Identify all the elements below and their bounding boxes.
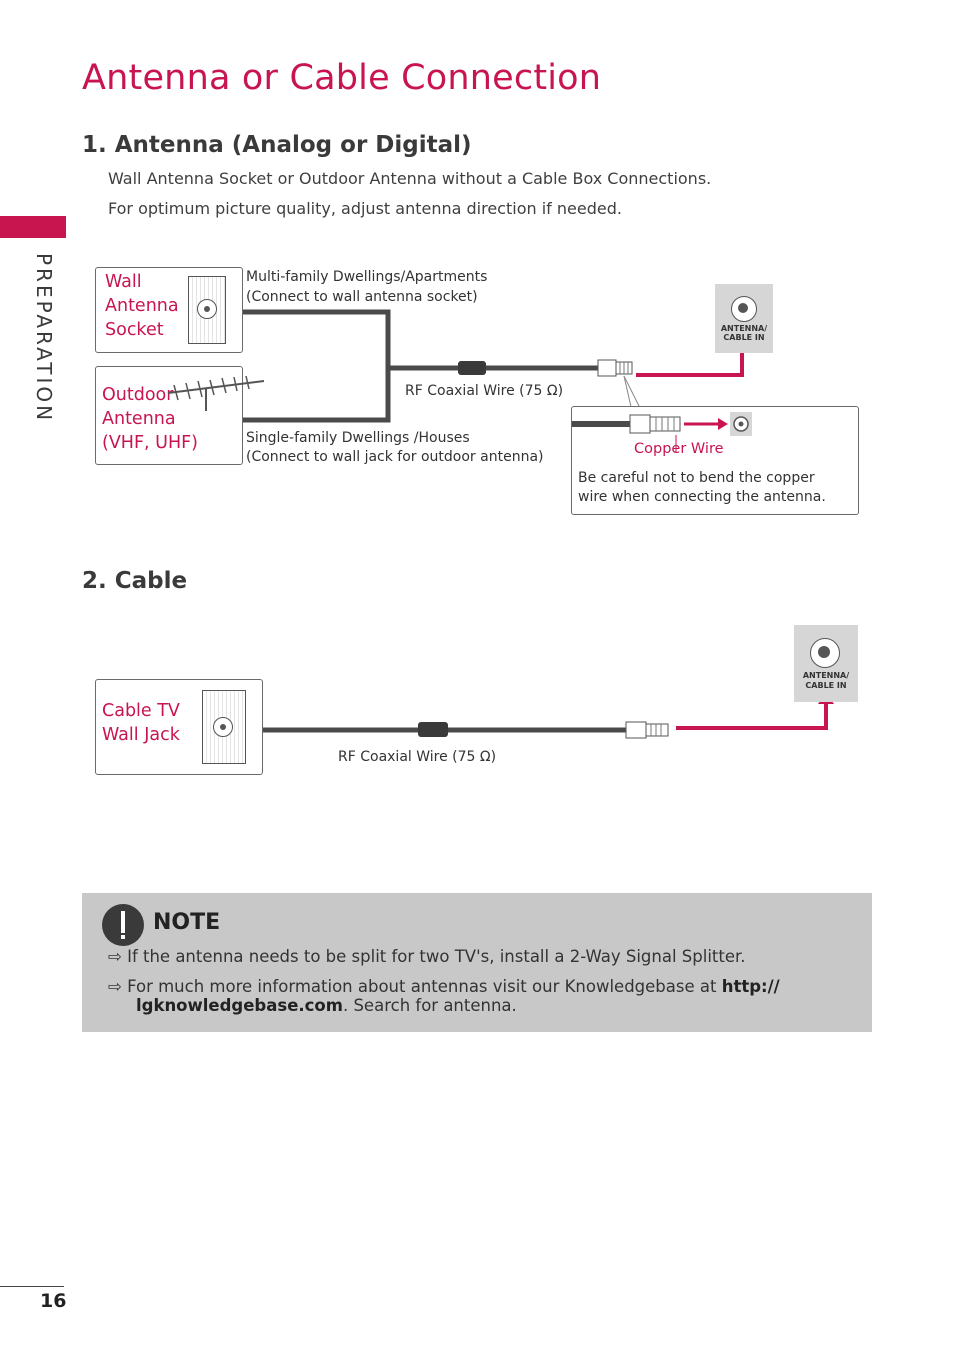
- multi-family-line-2: (Connect to wall antenna socket): [246, 289, 478, 305]
- single-family-line-1: Single-family Dwellings /Houses: [246, 430, 470, 446]
- copper-caution-box: Copper Wire Be careful not to bend the c…: [571, 406, 859, 515]
- rf-wire-label: RF Coaxial Wire (75 Ω): [405, 383, 564, 399]
- copper-wire-label: Copper Wire: [634, 441, 724, 457]
- knowledgebase-link-part-2[interactable]: lgknowledgebase.com: [136, 996, 343, 1015]
- note-item-2: ⇨ For much more information about antenn…: [108, 977, 780, 997]
- port-label-line-1: ANTENNA/: [720, 324, 768, 333]
- section-text-line-2: For optimum picture quality, adjust ante…: [108, 199, 622, 218]
- note-box: NOTE ⇨ If the antenna needs to be split …: [82, 893, 872, 1032]
- sidebar-accent-bar: [0, 216, 66, 238]
- arrow-icon: ⇨: [108, 947, 122, 966]
- wall-label-line-1: Wall: [105, 272, 142, 292]
- cable-label-line-1: Cable TV: [102, 701, 180, 721]
- note-item-2-tail: . Search for antenna.: [342, 996, 517, 1015]
- cable-wall-jack-box: Cable TV Wall Jack: [95, 679, 263, 775]
- multi-family-line-1: Multi-family Dwellings/Apartments: [246, 269, 488, 285]
- note-item-2-text: For much more information about antennas…: [127, 977, 722, 996]
- arrow-icon: ⇨: [108, 977, 122, 996]
- single-family-line-2: (Connect to wall jack for outdoor antenn…: [246, 449, 544, 465]
- section-heading-antenna: 1. Antenna (Analog or Digital): [82, 132, 472, 158]
- page-number: 16: [40, 1290, 67, 1312]
- wall-label-line-3: Socket: [105, 320, 164, 340]
- wall-label-line-2: Antenna: [105, 296, 179, 316]
- connector-detail-icon: [572, 412, 752, 452]
- tv-input-panel: ANTENNA/ CABLE IN: [715, 284, 773, 353]
- note-item-1-text: If the antenna needs to be split for two…: [127, 947, 746, 966]
- cable-jack-plate-icon: [202, 690, 246, 764]
- caution-line-2: wire when connecting the antenna.: [578, 489, 826, 505]
- wall-antenna-socket-box: Wall Antenna Socket: [95, 267, 243, 353]
- outdoor-label-line-3: (VHF, UHF): [102, 433, 199, 453]
- tv-input-panel-cable: ANTENNA/ CABLE IN: [794, 625, 858, 702]
- outdoor-antenna-box: Outdoor Antenna (VHF, UHF): [95, 366, 265, 465]
- wall-plate-icon: [188, 276, 226, 344]
- cable-rf-wire-label: RF Coaxial Wire (75 Ω): [338, 749, 497, 765]
- exclamation-icon: [102, 904, 144, 946]
- port-label-line-2: CABLE IN: [723, 333, 765, 342]
- note-item-1: ⇨ If the antenna needs to be split for t…: [108, 947, 746, 967]
- cable-port-label-line-2: CABLE IN: [805, 681, 847, 690]
- page-number-rule: [0, 1286, 64, 1287]
- outdoor-label-line-2: Antenna: [102, 409, 176, 429]
- page-title: Antenna or Cable Connection: [82, 58, 602, 98]
- cable-label-line-2: Wall Jack: [102, 725, 180, 745]
- cable-port-label-line-1: ANTENNA/: [802, 671, 850, 680]
- sidebar-label: PREPARATION: [32, 253, 56, 424]
- section-heading-cable: 2. Cable: [82, 568, 188, 594]
- caution-line-1: Be careful not to bend the copper: [578, 470, 815, 486]
- knowledgebase-link-part-1[interactable]: http://: [721, 977, 780, 996]
- section-text-line-1: Wall Antenna Socket or Outdoor Antenna w…: [108, 169, 712, 188]
- note-heading: NOTE: [153, 910, 221, 935]
- antenna-icon: [167, 375, 265, 411]
- note-item-2-cont: lgknowledgebase.com. Search for antenna.: [136, 996, 517, 1016]
- outdoor-label-line-1: Outdoor: [102, 385, 174, 405]
